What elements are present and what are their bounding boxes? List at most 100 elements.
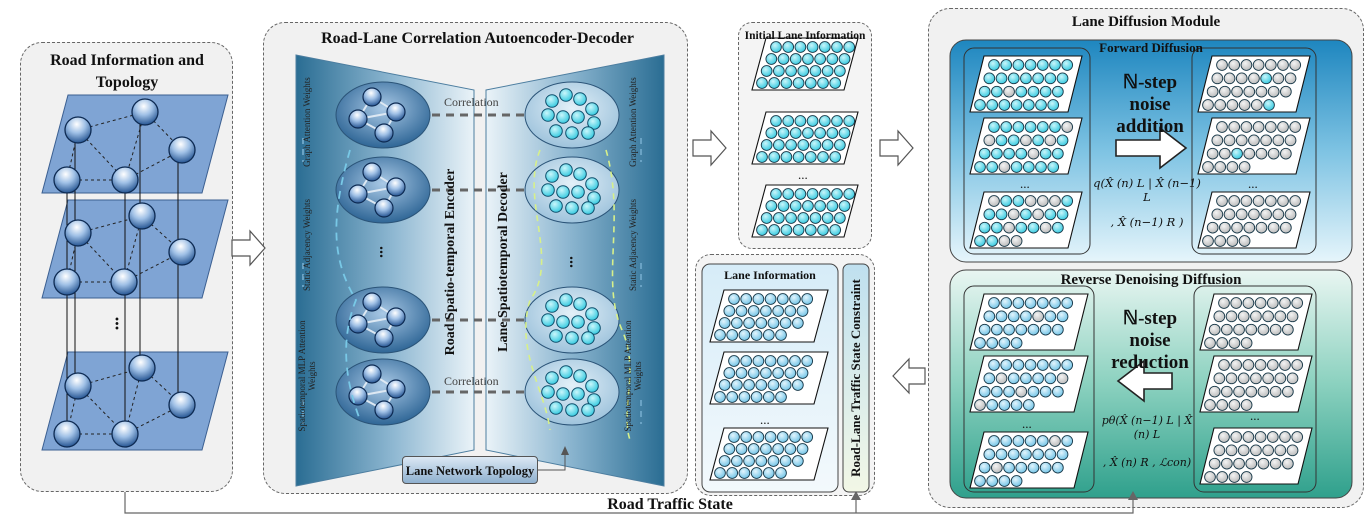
autoencoder-title: Road-Lane Correlation Autoencoder-Decode… bbox=[321, 30, 634, 47]
decoder-graph-node bbox=[587, 116, 601, 130]
lane-info-node bbox=[760, 443, 772, 455]
rev-left-node bbox=[995, 310, 1008, 323]
fwd-right-node bbox=[1235, 72, 1248, 85]
fwd-left-node bbox=[995, 134, 1008, 147]
rev-left-node bbox=[1044, 310, 1057, 323]
rev-right-node bbox=[1216, 471, 1229, 483]
decoder-graph-node bbox=[545, 371, 559, 385]
decoder-label: Lane Spatiotemporal Decoder bbox=[496, 172, 511, 352]
lane-info-node bbox=[767, 317, 780, 329]
encoder-graph-node bbox=[348, 109, 368, 129]
decoder-graph-node bbox=[587, 191, 601, 205]
rev-right-node bbox=[1286, 372, 1299, 385]
initial-lane-node bbox=[834, 139, 846, 151]
initial-lane-node bbox=[792, 224, 805, 236]
decoder-graph-node bbox=[559, 88, 573, 102]
initial-lane-node bbox=[814, 200, 826, 212]
fwd-left-node bbox=[983, 72, 996, 85]
rev-right-node bbox=[1242, 359, 1255, 371]
rev-right-node bbox=[1218, 297, 1230, 309]
rev-left-node bbox=[1010, 475, 1023, 487]
road-edge bbox=[124, 404, 183, 435]
initial-lane-node bbox=[804, 151, 817, 163]
lane-info-node bbox=[735, 443, 748, 455]
decoder-ellipsis: ... bbox=[566, 256, 583, 268]
road-node bbox=[131, 98, 159, 126]
fwd-left-node bbox=[1015, 221, 1028, 234]
rev-left-node bbox=[988, 297, 1000, 309]
rev-right-node bbox=[1266, 431, 1279, 443]
lane-info-node bbox=[731, 455, 743, 467]
fwd-left-node bbox=[1012, 59, 1025, 71]
rev-right-node bbox=[1242, 297, 1255, 309]
fwd-left-node bbox=[1012, 195, 1025, 207]
rev-left-node bbox=[1000, 435, 1013, 447]
fwd-right-node bbox=[1284, 208, 1297, 221]
fwd-right-ellipsis: ... bbox=[1248, 176, 1258, 191]
lane-info-node bbox=[714, 467, 726, 479]
fwd-right-node bbox=[1202, 161, 1214, 173]
rev-right-node bbox=[1213, 444, 1226, 457]
rev-right-node bbox=[1216, 399, 1229, 411]
rev-right-node bbox=[1240, 399, 1253, 411]
rev-left-node bbox=[1010, 399, 1023, 411]
decoder-graph-node bbox=[565, 331, 579, 345]
lane-info-node bbox=[735, 367, 748, 379]
left-weight-graph-attention: Graph Attention Weights bbox=[302, 77, 312, 167]
initial-lane-node bbox=[829, 151, 842, 163]
fwd-right-node bbox=[1260, 72, 1272, 85]
initial-lane-node bbox=[768, 151, 781, 163]
fwd-right-node bbox=[1211, 134, 1224, 147]
decoder-graph-node bbox=[571, 110, 585, 124]
rev-right-node bbox=[1257, 323, 1270, 336]
fwd-right-node bbox=[1250, 99, 1263, 111]
fwd-left-node bbox=[1007, 208, 1020, 221]
rev-right-node bbox=[1225, 444, 1238, 457]
rev-left-node bbox=[1052, 461, 1064, 474]
rev-right-node bbox=[1218, 359, 1230, 371]
lane-info-node bbox=[743, 317, 755, 329]
lane-info-node bbox=[772, 367, 784, 379]
fwd-right-node bbox=[1238, 235, 1251, 247]
fwd-right-node bbox=[1238, 161, 1251, 173]
initial-lane-node bbox=[773, 65, 785, 77]
fwd-right-node bbox=[1277, 59, 1289, 71]
fwd-left-node bbox=[995, 208, 1008, 221]
rev-left-node bbox=[1015, 323, 1028, 336]
fwd-left-node bbox=[1007, 134, 1020, 147]
initial-lane-node bbox=[802, 53, 814, 65]
fwd-left-node bbox=[1047, 99, 1060, 111]
road-edge bbox=[124, 149, 183, 181]
fwd-left-node bbox=[1020, 134, 1032, 147]
rev-left-node bbox=[974, 337, 986, 349]
fwd-right-node bbox=[1289, 59, 1302, 71]
decoder-graph-node bbox=[581, 403, 595, 417]
rev-left-node bbox=[1020, 372, 1032, 385]
reverse-formula: pθ(X̂ (n−1) L | X̂ (n) L , X̂ (n) R , ℒc… bbox=[1094, 414, 1200, 469]
rev-right-node bbox=[1208, 323, 1221, 336]
initial-lane-node bbox=[838, 200, 851, 212]
lane-info-node bbox=[755, 317, 768, 329]
fwd-right-node bbox=[1219, 85, 1231, 98]
decoder-flow-curve bbox=[605, 149, 631, 441]
rev-right-node bbox=[1279, 359, 1291, 371]
initial-lane-node bbox=[809, 212, 822, 224]
initial-lane-node bbox=[843, 115, 856, 127]
arrow-forward-step bbox=[1115, 126, 1188, 170]
rev-left-node bbox=[1039, 385, 1052, 398]
fwd-left-node bbox=[995, 72, 1008, 85]
rev-right-node bbox=[1286, 310, 1299, 323]
rev-right-node bbox=[1262, 372, 1274, 385]
fwd-left-node bbox=[1044, 134, 1057, 147]
decoder-graph-node bbox=[559, 163, 573, 177]
lane-info-node bbox=[789, 431, 801, 443]
right-weight-static-adjacency: Static Adjacency Weights bbox=[628, 198, 638, 292]
reverse-step-line1: ℕ-step bbox=[1122, 308, 1178, 329]
decoder-graph-node bbox=[545, 94, 559, 108]
fwd-right-node bbox=[1243, 147, 1256, 160]
rev-left-parallelogram bbox=[969, 355, 1089, 413]
encoder-graph-node bbox=[374, 198, 394, 218]
rev-left-parallelogram bbox=[969, 431, 1089, 489]
encoder-ellipsis: ... bbox=[376, 246, 393, 258]
road-node bbox=[168, 391, 196, 419]
